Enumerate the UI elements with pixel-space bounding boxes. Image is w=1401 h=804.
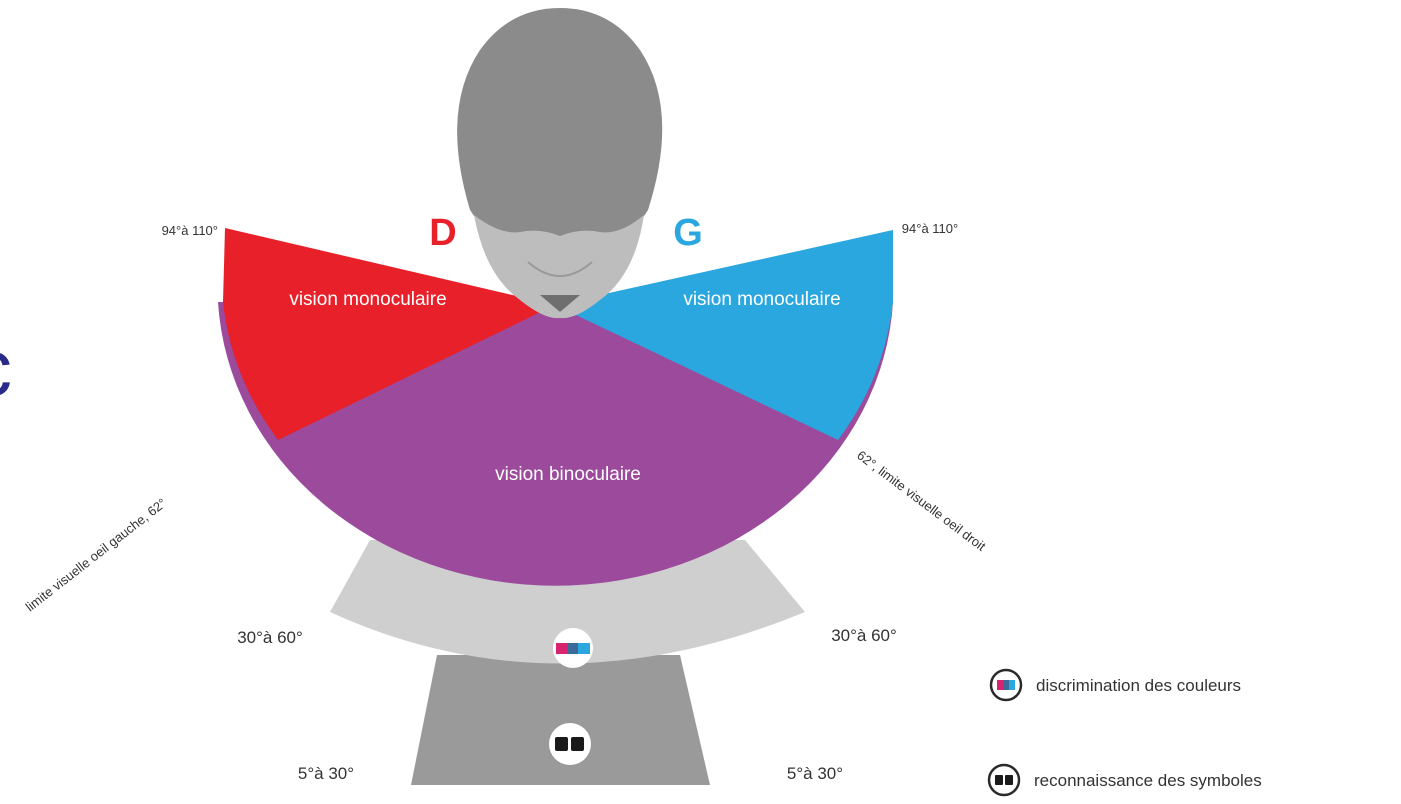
monocular-right-eye-zone <box>223 228 555 440</box>
symbol-recognition-band <box>411 655 710 785</box>
monocular-right-label: vision monoculaire <box>289 289 446 310</box>
head-icon <box>457 8 663 319</box>
right-eye-letter: D <box>429 212 456 254</box>
legend-symbol-icon <box>987 763 1021 797</box>
legend-color-label: discrimination des couleurs <box>1036 676 1241 695</box>
monocular-left-eye-zone <box>555 230 893 440</box>
legend-color-icon <box>989 668 1023 702</box>
color-range-right: 30°à 60° <box>831 626 897 645</box>
legend-symbol-label: reconnaissance des symboles <box>1034 771 1262 790</box>
color-range-left: 30°à 60° <box>237 628 303 647</box>
binocular-label: vision binoculaire <box>495 464 641 485</box>
symbol-range-right: 5°à 30° <box>787 764 843 783</box>
limit-right-label: 62°, limite visuelle oeil droit <box>854 447 989 554</box>
cropped-edge-letter: c <box>0 323 12 412</box>
left-eye-letter: G <box>673 212 703 254</box>
monocular-left-label: vision monoculaire <box>683 289 840 310</box>
color-discrimination-icon <box>553 628 593 668</box>
color-discrimination-band <box>330 540 805 664</box>
symbol-recognition-icon <box>549 723 591 765</box>
symbol-range-left: 5°à 30° <box>298 764 354 783</box>
limit-left-label: limite visuelle oeil gauche, 62° <box>23 495 170 614</box>
angle-top-left: 94°à 110° <box>162 223 218 238</box>
angle-top-right: 94°à 110° <box>902 221 958 236</box>
